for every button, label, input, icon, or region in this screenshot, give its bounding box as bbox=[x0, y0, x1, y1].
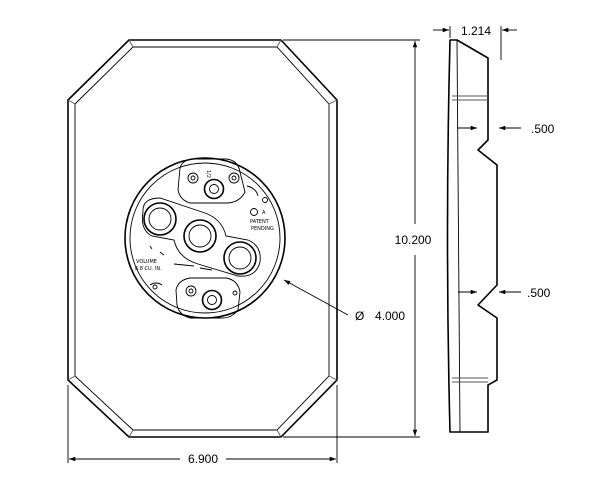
height-value: 10.200 bbox=[395, 233, 432, 247]
plate-outer-outline bbox=[67, 39, 338, 438]
height-dimension: 10.200 bbox=[283, 39, 432, 438]
listing-circle bbox=[250, 208, 258, 216]
lower-step-dimension: .500 bbox=[458, 286, 551, 300]
knockout-1-inner bbox=[148, 207, 172, 231]
diameter-symbol: Ø bbox=[355, 309, 364, 323]
plate-front-view bbox=[67, 39, 338, 438]
thickness-dimension: 1.214 bbox=[433, 24, 517, 60]
bottom-ear bbox=[175, 277, 241, 319]
bottom-screw-hole-outer bbox=[201, 289, 223, 311]
knockout-group bbox=[141, 197, 261, 277]
upper-step-dimension: .500 bbox=[458, 122, 555, 136]
knockout-3-inner bbox=[228, 246, 252, 270]
diameter-leader: Ø 4.000 bbox=[283, 279, 405, 323]
knockout-1-outer bbox=[143, 202, 177, 236]
knockout-2-inner bbox=[188, 224, 212, 248]
plate-inner-bevel bbox=[74, 46, 330, 431]
size-mark: 1/2 bbox=[205, 170, 211, 178]
bottom-screw-hole-inner bbox=[207, 295, 217, 305]
side-view-outline bbox=[446, 39, 498, 433]
lower-step-value: .500 bbox=[527, 286, 551, 300]
patent-line1: PATENT bbox=[250, 219, 270, 225]
boss-inner-ring bbox=[129, 162, 281, 314]
listing-mark: A bbox=[262, 210, 266, 216]
volume-line1: VOLUME bbox=[136, 259, 157, 265]
volume-line2: 6.8 CU. IN. bbox=[135, 266, 162, 272]
round-box-boss: 1/2 A PATENT PENDING VOLUME 6.8 CU. IN. bbox=[124, 157, 286, 319]
knockout-3-outer bbox=[223, 241, 257, 275]
top-ear bbox=[177, 158, 246, 204]
patent-line2: PENDING bbox=[251, 226, 274, 232]
width-value: 6.900 bbox=[188, 452, 218, 466]
plate-side-view bbox=[446, 39, 498, 433]
diameter-value: 4.000 bbox=[375, 309, 405, 323]
upper-step-value: .500 bbox=[531, 122, 555, 136]
knockout-2-outer bbox=[183, 219, 217, 253]
top-screw-hole-inner bbox=[209, 184, 219, 194]
width-dimension: 6.900 bbox=[67, 385, 338, 466]
top-screw-hole-outer bbox=[203, 178, 225, 200]
thickness-value: 1.214 bbox=[461, 24, 491, 38]
